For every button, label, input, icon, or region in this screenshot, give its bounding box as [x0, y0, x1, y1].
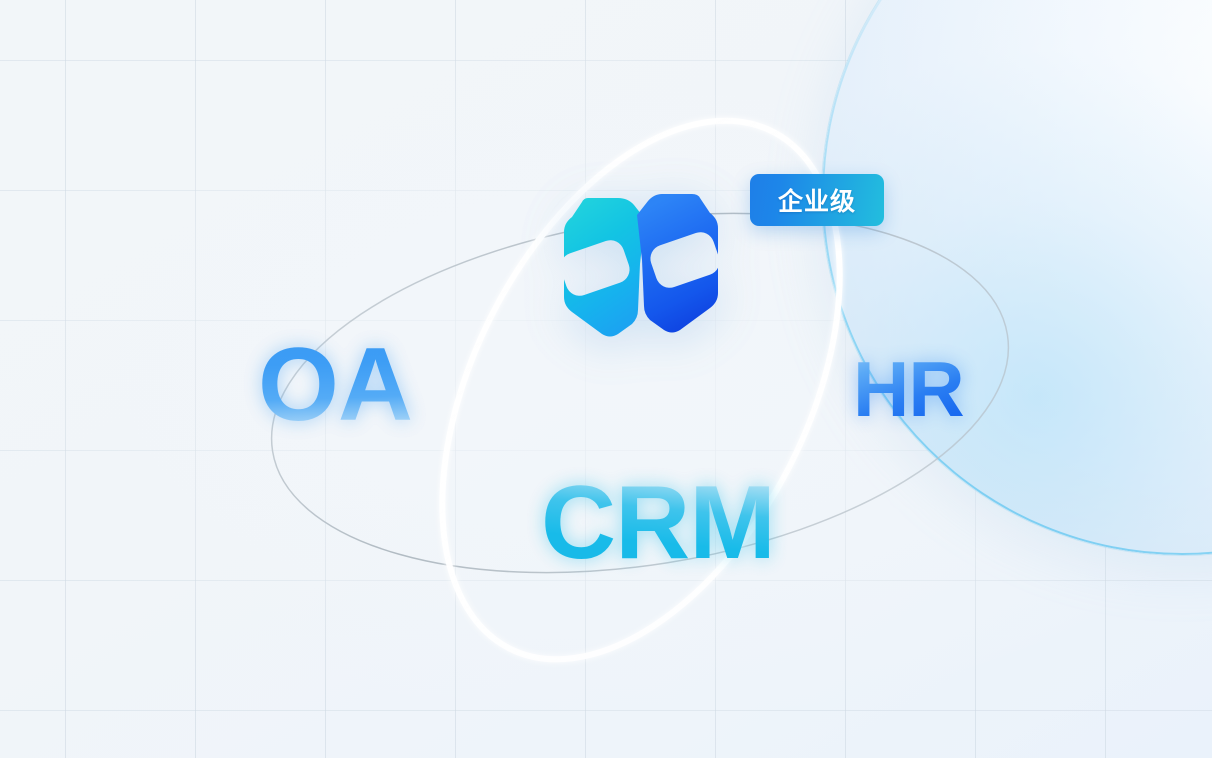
- keyword-oa: OA: [258, 327, 413, 443]
- white-orbit-ring: [439, 117, 843, 663]
- enterprise-badge[interactable]: 企业级: [750, 174, 884, 226]
- logo-left-shape: [564, 198, 645, 337]
- logo-right-shape: [637, 194, 718, 333]
- keyword-crm: CRM: [541, 465, 776, 581]
- decorative-sphere: [822, 0, 1212, 555]
- keyword-hr: HR: [853, 345, 965, 433]
- keyword-oa-glow: OA: [258, 333, 413, 437]
- keyword-crm-glow: CRM: [541, 471, 776, 575]
- brand-logo-icon: [564, 194, 718, 337]
- decorative-sphere-rim: [822, 0, 1212, 555]
- enterprise-badge-label: 企业级: [777, 188, 856, 216]
- keyword-hr-glow: HR: [853, 350, 965, 428]
